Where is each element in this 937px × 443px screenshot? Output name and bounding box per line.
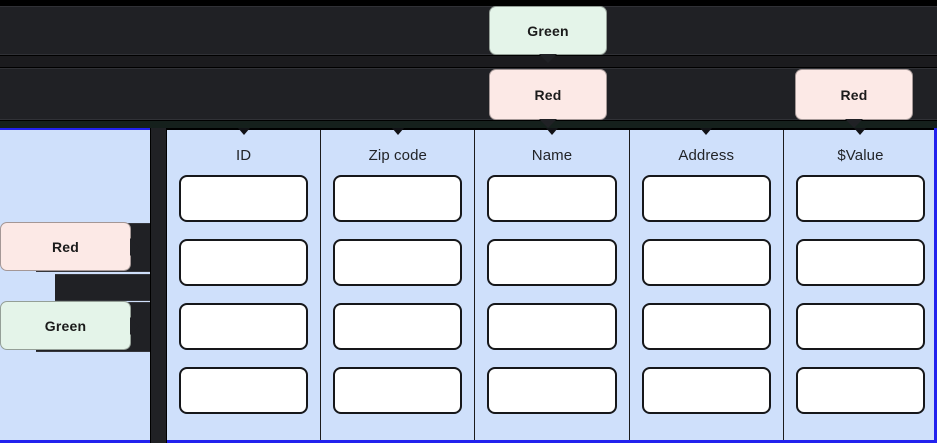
table-cell-input[interactable] [333,239,463,286]
callout-green-left-label: Green [44,317,87,334]
table-cell-input[interactable] [179,175,309,222]
callout-red-top-label: Red [534,86,562,103]
table-cell-input[interactable] [641,367,771,414]
dark-row-band-top [0,6,937,55]
table-column: Name [475,128,630,440]
table-cell-input[interactable] [333,367,463,414]
table-cell-input[interactable] [179,303,309,350]
dark-row-gap [0,56,937,67]
dark-row-band-third [0,121,937,128]
table-cell-input[interactable] [641,175,771,222]
callout-arrow-down-icon [845,119,863,128]
table-cell-input[interactable] [641,239,771,286]
callout-arrow-right-icon [130,237,139,256]
table-cell-input[interactable] [641,303,771,350]
data-table: ID Zip code Name Address $Value [167,128,937,443]
table-cell-input[interactable] [333,303,463,350]
table-cell-input[interactable] [487,175,617,222]
callout-red-top[interactable]: Red [489,69,607,128]
column-header: Zip code [368,147,427,164]
table-cell-input[interactable] [333,175,463,222]
column-notch-icon [546,128,558,135]
column-header: Address [678,147,735,164]
right-edge-highlight [934,128,937,443]
table-cell-input[interactable] [487,303,617,350]
vertical-divider-band [150,128,167,443]
panel-dark-block [55,274,150,301]
callout-red-right-label: Red [840,86,868,103]
left-blue-panel [0,128,150,443]
table-cell-input[interactable] [795,175,926,222]
column-notch-icon [700,128,713,135]
table-cell-input[interactable] [795,303,926,350]
table-cell-input[interactable] [487,239,617,286]
table-cell-input[interactable] [179,367,309,414]
dark-row-band-second [0,68,937,120]
callout-red-left[interactable]: Red [0,222,139,271]
callout-arrow-right-icon [130,316,139,335]
column-notch-icon [391,128,404,135]
table-column: ID [167,128,322,440]
column-header: Name [531,147,573,164]
column-header: $Value [837,147,884,164]
table-column: $Value [783,128,937,440]
callout-red-left-label: Red [51,238,80,255]
callout-green-left[interactable]: Green [0,301,139,350]
table-cell-input[interactable] [795,367,926,414]
table-cell-input[interactable] [179,239,309,286]
callout-red-right[interactable]: Red [795,69,913,128]
table-cell-input[interactable] [487,367,617,414]
callout-green-top[interactable]: Green [489,6,607,63]
callout-arrow-down-icon [539,54,557,63]
callout-green-top-label: Green [527,22,569,39]
callout-arrow-down-icon [539,119,557,128]
table-column: Zip code [321,128,476,440]
lower-region: ID Zip code Name Address $Value [0,128,937,443]
column-header: ID [236,147,252,164]
column-notch-icon [854,128,867,135]
table-column: Address [629,128,784,440]
column-notch-icon [237,128,250,135]
table-cell-input[interactable] [795,239,926,286]
